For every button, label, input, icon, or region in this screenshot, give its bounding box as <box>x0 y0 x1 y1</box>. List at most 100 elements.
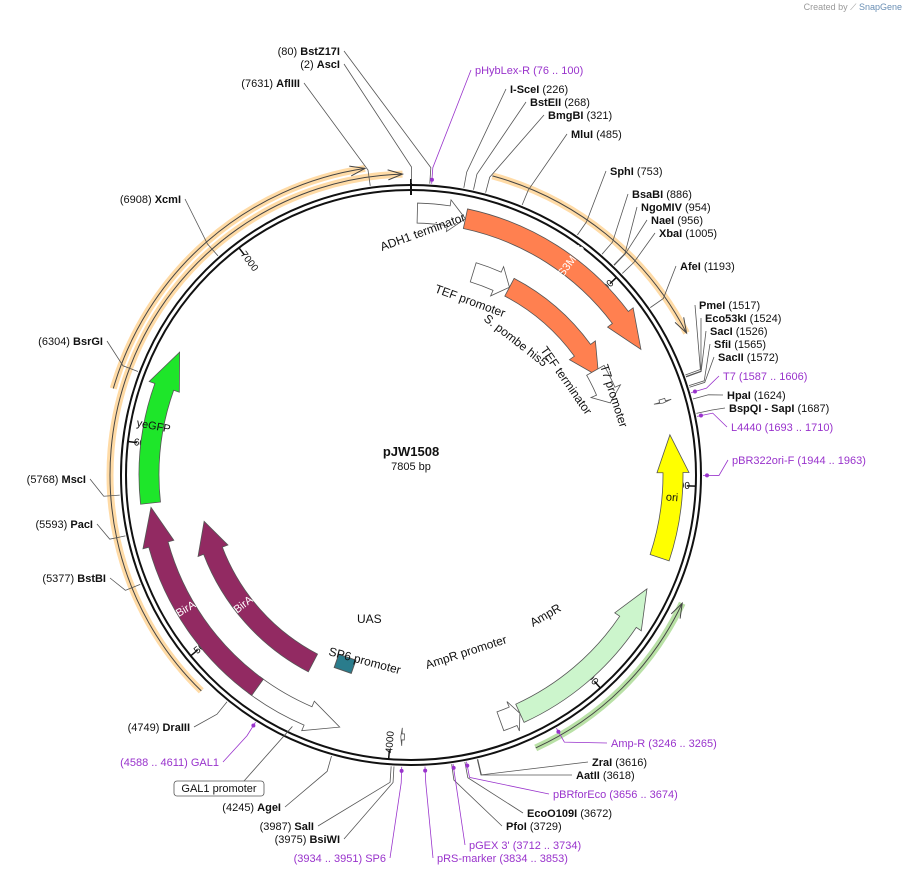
feature-sp6-promoter-small <box>400 727 405 746</box>
primer-position: (1693 .. 1710) <box>765 422 834 434</box>
site-name: XcmI <box>155 194 181 206</box>
site-name: SacII <box>718 352 744 364</box>
site-position: (4749) <box>128 722 160 734</box>
feature-ampr <box>515 588 648 723</box>
site-position: (80) <box>278 46 298 58</box>
site-name: BstEII <box>530 97 561 109</box>
site-label: ZraI (3616) <box>592 757 647 769</box>
primer-leader <box>452 763 466 846</box>
primer-position: (4588 .. 4611) <box>120 757 188 769</box>
orf-arrowhead <box>387 169 405 181</box>
site-name: BspQI - SapI <box>729 403 794 415</box>
site-name: SphI <box>610 166 634 178</box>
orf-arrowhead <box>674 317 688 335</box>
site-name: PmeI <box>699 300 725 312</box>
plasmid-length: 7805 bp <box>391 461 431 473</box>
site-position: (5768) <box>27 474 59 486</box>
site-name: Eco53kI <box>705 313 747 325</box>
site-label: BmgBI (321) <box>548 110 612 122</box>
primer-mark <box>692 389 697 394</box>
site-position: (5593) <box>36 519 68 531</box>
site-label: (5768) MscI <box>27 474 86 486</box>
orf-arrowhead <box>349 165 367 177</box>
site-position: (6304) <box>38 336 70 348</box>
site-position: (1565) <box>734 339 766 351</box>
site-name: MluI <box>571 129 593 141</box>
site-label: BstEII (268) <box>530 97 590 109</box>
site-name: MscI <box>62 474 86 486</box>
site-leader <box>89 478 120 497</box>
inner-feature-label: SP6 promoter <box>327 644 402 677</box>
primer-label: Amp-R (3246 .. 3265) <box>611 738 717 750</box>
site-label: XbaI (1005) <box>659 228 717 240</box>
backbone-outer <box>120 184 702 766</box>
site-position: (956) <box>677 215 703 227</box>
tick-mark <box>387 750 391 760</box>
feature-t7-promoter <box>653 397 672 405</box>
site-leader <box>650 265 677 308</box>
site-label: (5593) PacI <box>36 519 94 531</box>
site-label: I-SceI (226) <box>510 84 568 96</box>
site-leader <box>106 340 139 372</box>
site-position: (5377) <box>42 573 74 585</box>
site-leader <box>343 63 412 184</box>
uas-box <box>333 653 357 675</box>
primer-name: T7 <box>723 371 736 383</box>
snapgene-logo-icon: ⟋ <box>850 2 857 12</box>
site-leader <box>317 766 392 827</box>
primer-mark <box>429 177 434 182</box>
site-label: NgoMIV (954) <box>641 202 711 214</box>
site-name: AscI <box>317 59 340 71</box>
site-name: EcoO109I <box>527 808 577 820</box>
site-leader <box>613 206 638 266</box>
site-leader <box>464 761 524 814</box>
site-label: PmeI (1517) <box>699 300 760 312</box>
site-label: MluI (485) <box>571 129 622 141</box>
inner-feature-label: UAS <box>357 612 382 626</box>
site-name: PacI <box>70 519 93 531</box>
site-label: SphI (753) <box>610 166 663 178</box>
site-position: (6908) <box>120 194 152 206</box>
inner-feature-label: AmpR <box>528 601 564 630</box>
site-position: (1687) <box>797 403 829 415</box>
plasmid-name: pJW1508 <box>383 444 439 459</box>
site-label: (6304) BsrGI <box>38 336 103 348</box>
site-name: AflIII <box>276 78 300 90</box>
site-position: (3987) <box>260 821 292 833</box>
primer-name: pBR322ori-F <box>732 455 795 467</box>
primer-label: T7 (1587 .. 1606) <box>723 371 807 383</box>
backbone-inner <box>125 189 697 761</box>
feature-tef-terminator <box>586 364 622 404</box>
primer-leader <box>424 766 434 859</box>
site-label: SacII (1572) <box>718 352 779 364</box>
site-leader <box>692 394 724 400</box>
feature-bira-inner <box>197 520 319 673</box>
site-label: (4245) AgeI <box>222 802 281 814</box>
feature-label: ori <box>665 491 678 504</box>
site-name: BsiWI <box>309 834 340 846</box>
site-leader <box>473 101 527 190</box>
primer-label: pBRforEco (3656 .. 3674) <box>553 789 678 801</box>
site-label: AfeI (1193) <box>680 261 735 273</box>
site-position: (321) <box>587 110 613 122</box>
site-position: (3975) <box>275 834 307 846</box>
feature-tef-promoter <box>469 262 510 297</box>
site-label: (2) AscI <box>300 59 340 71</box>
credit-prefix: Created by <box>803 2 848 12</box>
site-name: ZraI <box>592 757 612 769</box>
site-name: BstBI <box>77 573 106 585</box>
site-label: (6908) XcmI <box>120 194 181 206</box>
primer-name: pRS-marker <box>437 853 497 865</box>
site-position: (4245) <box>222 802 254 814</box>
boxed-label-leader <box>243 726 293 782</box>
site-name: BstZ17I <box>300 46 340 58</box>
primer-position: (1944 .. 1963) <box>797 455 866 467</box>
site-leader <box>688 343 711 387</box>
site-position: (1005) <box>685 228 717 240</box>
primer-name: pBRforEco <box>553 789 606 801</box>
site-position: (1526) <box>736 326 768 338</box>
site-label: (4749) DraIII <box>128 722 190 734</box>
site-name: I-SceI <box>510 84 539 96</box>
primer-mark <box>704 473 709 478</box>
